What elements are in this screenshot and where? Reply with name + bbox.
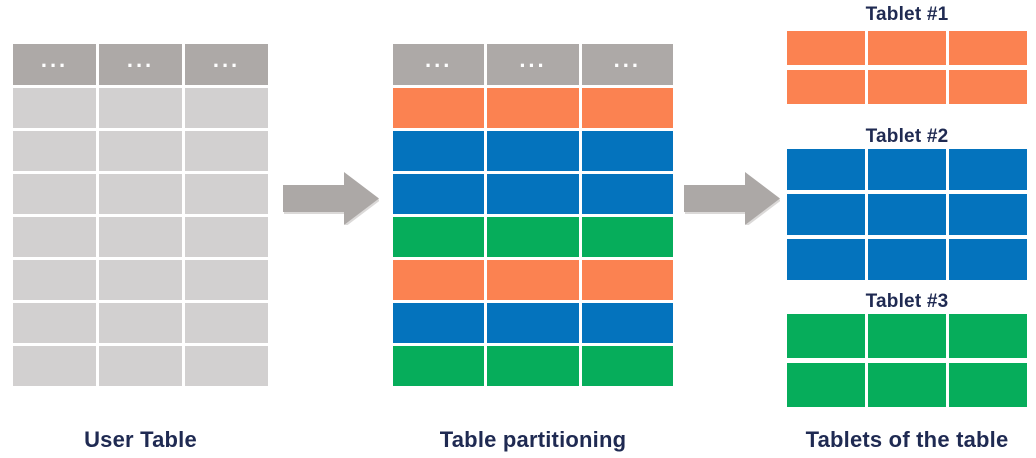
table-row-cell	[99, 303, 182, 343]
right-arrow-icon	[283, 172, 379, 225]
table-row-cell	[581, 346, 673, 386]
table-row-cell	[787, 31, 865, 65]
table-row-cell	[13, 303, 96, 343]
table-row-cell	[949, 31, 1027, 65]
table-row-cell	[13, 260, 96, 300]
table-header-cell: ...	[99, 44, 182, 85]
table-row-cell	[868, 31, 946, 65]
table-row-cell	[581, 260, 673, 300]
table-row-cell	[581, 131, 673, 171]
table-row-cell	[949, 363, 1027, 407]
table-row-cell	[393, 131, 485, 171]
tablet-3-group: Tablet #3	[787, 291, 1027, 407]
table-row-cell	[787, 363, 865, 407]
table-row-cell	[393, 260, 485, 300]
table-row-cell	[581, 88, 673, 128]
table-row-cell	[787, 149, 865, 190]
table-row-cell	[487, 303, 579, 343]
table-row-cell	[99, 174, 182, 214]
table-row-cell	[487, 174, 579, 214]
table-row-cell	[868, 149, 946, 190]
table-row-cell	[99, 346, 182, 386]
table-row-cell	[487, 217, 579, 257]
table-header-cell: ...	[487, 44, 579, 85]
right-arrow-icon	[684, 172, 780, 225]
table-row-cell	[949, 239, 1027, 280]
tablet-3-title: Tablet #3	[865, 291, 949, 312]
table-row-cell	[581, 217, 673, 257]
table-row-cell	[13, 346, 96, 386]
table-header-cell: ...	[13, 44, 96, 85]
tablet-1-group: Tablet #1	[787, 4, 1027, 104]
table-row-cell	[581, 174, 673, 214]
table-row-cell	[185, 131, 268, 171]
table-row-cell	[949, 70, 1027, 104]
table-row-cell	[393, 174, 485, 214]
table-row-cell	[949, 194, 1027, 235]
table-row-cell	[99, 260, 182, 300]
table-row-cell	[393, 88, 485, 128]
table-row-cell	[868, 363, 946, 407]
partitioning-caption: Table partitioning	[439, 427, 627, 452]
table-row-cell	[868, 314, 946, 358]
partitioned-table: .........	[393, 44, 673, 386]
table-row-cell	[487, 346, 579, 386]
arrow-shape	[283, 172, 379, 225]
table-row-cell	[868, 239, 946, 280]
tablets-caption: Tablets of the table	[805, 427, 1009, 452]
tablet-1-title: Tablet #1	[865, 4, 949, 25]
user-table: .........	[13, 44, 268, 386]
tablet-3-table	[787, 314, 1027, 407]
table-row-cell	[185, 303, 268, 343]
table-row-cell	[393, 217, 485, 257]
table-header-cell: ...	[581, 44, 673, 85]
table-row-cell	[787, 239, 865, 280]
table-row-cell	[185, 346, 268, 386]
table-row-cell	[487, 88, 579, 128]
table-row-cell	[949, 314, 1027, 358]
tablet-2-table	[787, 149, 1027, 280]
tablet-2-title: Tablet #2	[865, 126, 949, 147]
tablet-2-group: Tablet #2	[787, 126, 1027, 280]
table-row-cell	[13, 217, 96, 257]
table-row-cell	[868, 194, 946, 235]
table-header-cell: ...	[185, 44, 268, 85]
table-row-cell	[13, 88, 96, 128]
table-row-cell	[487, 131, 579, 171]
tablet-1-table	[787, 31, 1027, 104]
table-row-cell	[99, 131, 182, 171]
table-row-cell	[185, 174, 268, 214]
table-row-cell	[393, 303, 485, 343]
table-row-cell	[13, 131, 96, 171]
table-row-cell	[949, 149, 1027, 190]
table-header-cell: ...	[393, 44, 485, 85]
table-row-cell	[787, 314, 865, 358]
table-row-cell	[99, 88, 182, 128]
table-row-cell	[487, 260, 579, 300]
table-row-cell	[393, 346, 485, 386]
table-row-cell	[185, 217, 268, 257]
table-row-cell	[787, 194, 865, 235]
user-table-caption: User Table	[84, 427, 197, 452]
table-row-cell	[581, 303, 673, 343]
table-row-cell	[787, 70, 865, 104]
table-row-cell	[13, 174, 96, 214]
table-row-cell	[185, 260, 268, 300]
table-row-cell	[868, 70, 946, 104]
arrow-shape	[684, 172, 780, 225]
table-row-cell	[185, 88, 268, 128]
table-row-cell	[99, 217, 182, 257]
